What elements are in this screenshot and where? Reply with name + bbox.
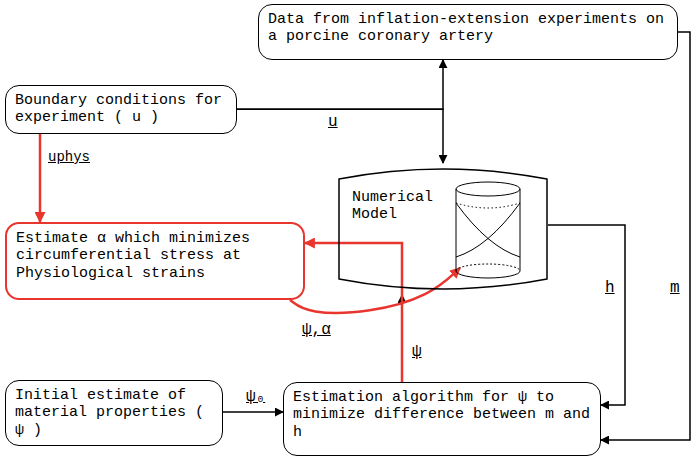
node-text: Boundary conditions for experiment ( u )	[15, 92, 227, 127]
edge-label: ψ,α	[300, 322, 333, 340]
estimate-alpha-box: Estimate α which minimizes circumferenti…	[5, 222, 305, 300]
artery-cylinder	[456, 182, 520, 278]
connector	[290, 268, 460, 313]
estimation-box: Estimation algorithm for ψ to minimize d…	[283, 382, 601, 456]
initial-estimate-box: Initial estimate of material properties …	[5, 380, 223, 446]
edge-label: h	[603, 280, 617, 298]
connector	[223, 411, 283, 413]
edge-label: m	[668, 280, 682, 298]
connector	[548, 225, 625, 405]
node-text: Numerical Model	[338, 163, 452, 224]
data-box: Data from inflation-extension experiment…	[258, 4, 678, 60]
node-text: Estimate α which minimizes circumferenti…	[16, 230, 294, 282]
drum-outline	[339, 169, 547, 289]
edge-label: u	[326, 114, 340, 132]
node-text: Estimation algorithm for ψ to minimize d…	[293, 389, 591, 441]
edge-label: uphys	[46, 150, 92, 165]
numerical-model: Numerical Model	[338, 163, 548, 295]
model-outline	[338, 163, 548, 295]
node-text: Initial estimate of material properties …	[15, 387, 213, 439]
connector	[237, 109, 443, 163]
connector	[601, 32, 690, 440]
boundary-box: Boundary conditions for experiment ( u )	[5, 85, 237, 134]
edge-label: ψ	[410, 344, 424, 362]
connector	[237, 60, 443, 109]
node-text: Data from inflation-extension experiment…	[268, 11, 668, 46]
edge-label: ψ₀	[244, 389, 267, 407]
connector	[39, 134, 42, 223]
